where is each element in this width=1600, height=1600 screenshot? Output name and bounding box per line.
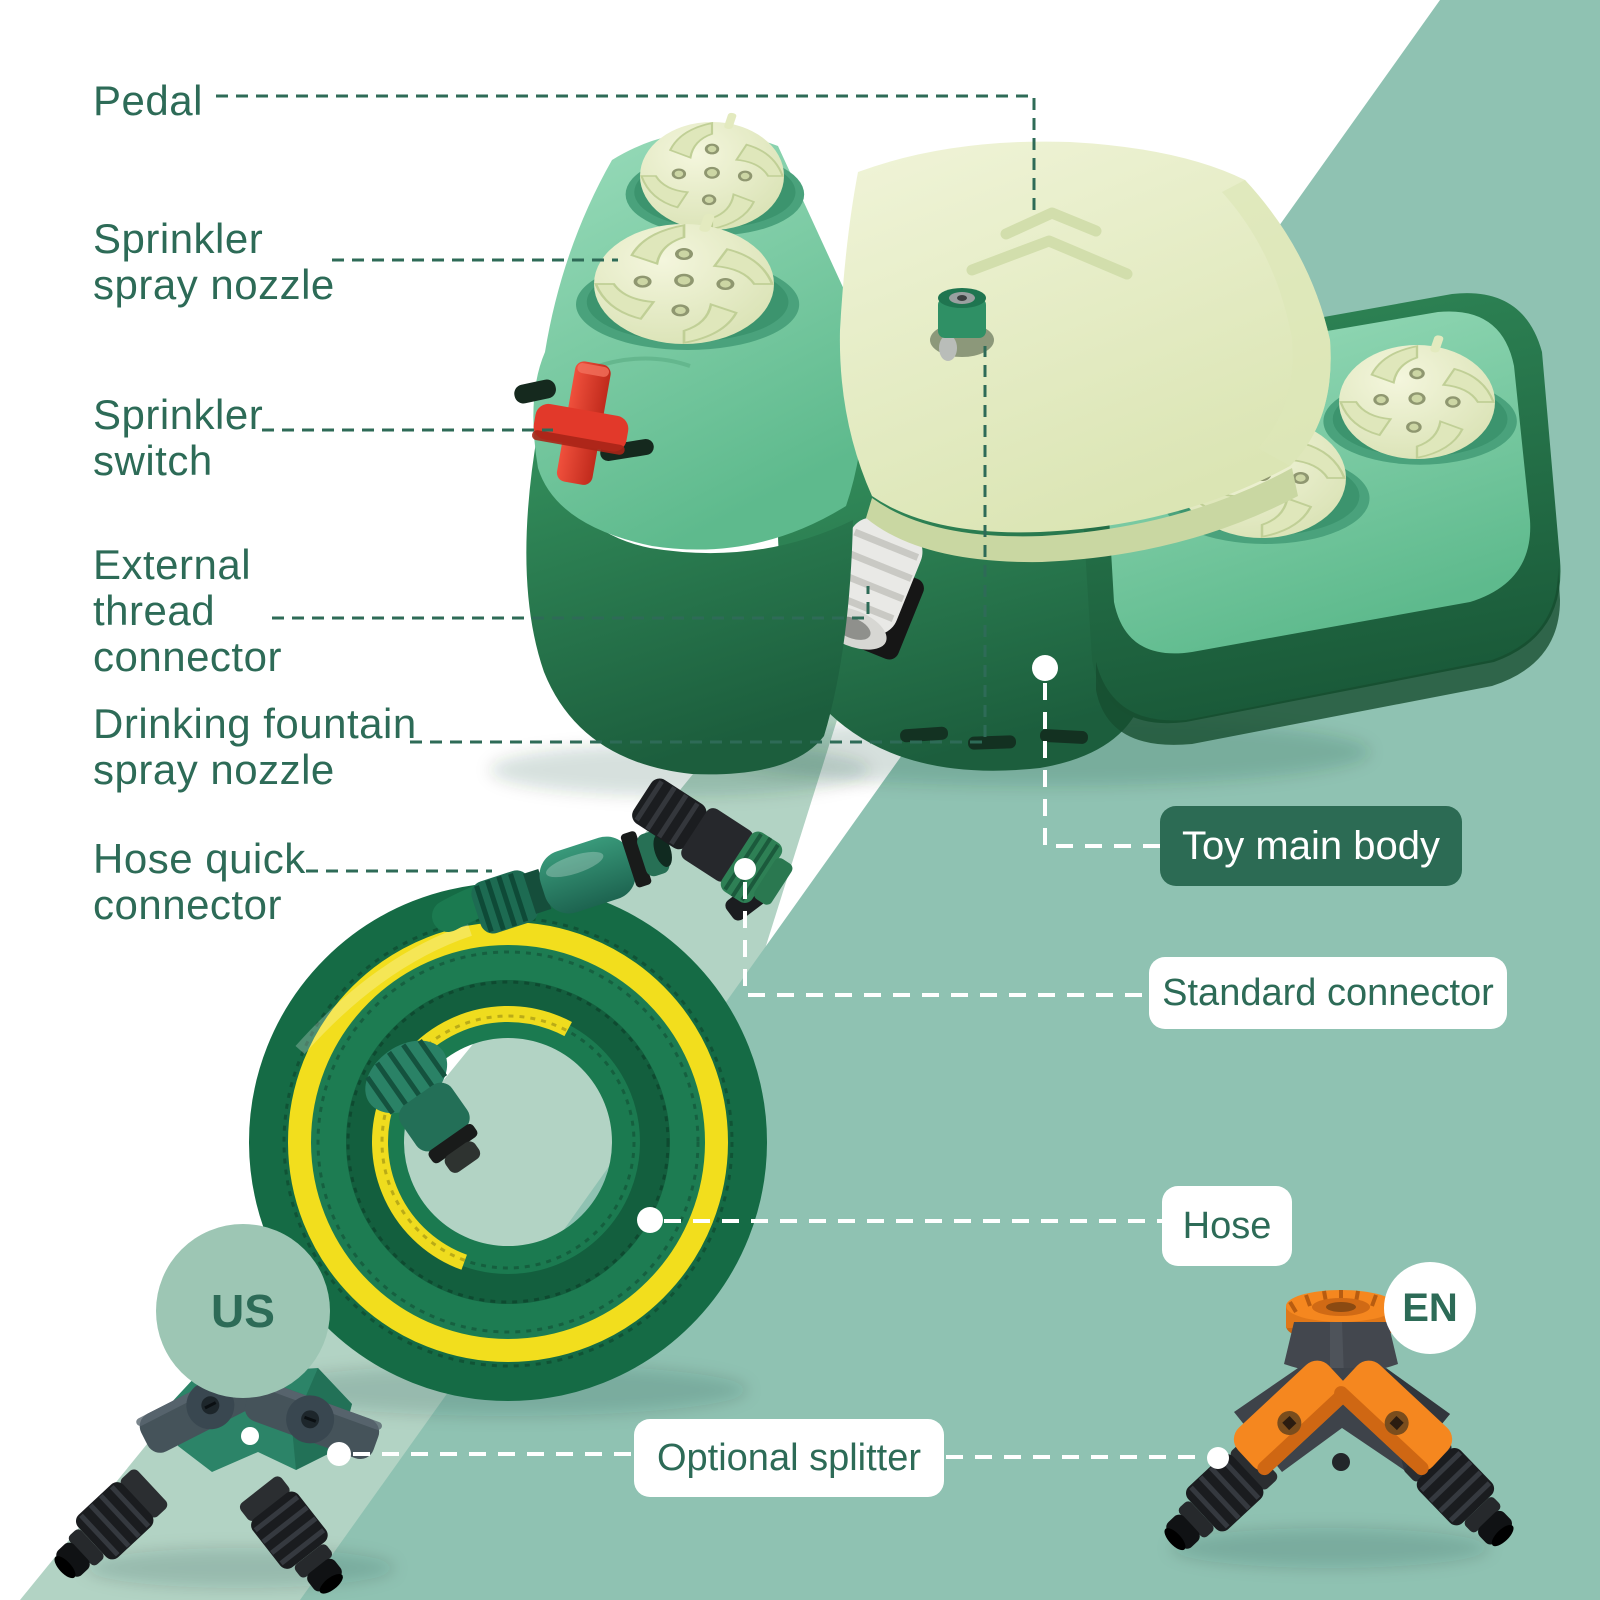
callout-dot-optional-splitter-us	[327, 1442, 351, 1466]
toy-main-body-illustration	[490, 110, 1561, 796]
pedal-part	[839, 141, 1331, 563]
label-external-thread-connector: External thread connector	[93, 541, 282, 680]
callout-dot-optional-splitter-en	[1207, 1447, 1229, 1469]
en-splitter-right-lever	[1334, 1360, 1453, 1476]
sprinkler-switch-part	[514, 361, 654, 485]
callout-box-standard-connector: Standard connector	[1149, 957, 1507, 1029]
en-splitter-illustration	[1151, 1290, 1528, 1568]
callout-box-optional-splitter: Optional splitter	[634, 1419, 944, 1497]
callout-dot-toy-main-body	[1032, 655, 1058, 681]
label-sprinkler-switch: Sprinkler switch	[93, 391, 264, 484]
hose-illustration	[249, 831, 767, 1416]
label-drinking-fountain-spray-nozzle: Drinking fountain spray nozzle	[93, 700, 417, 793]
callout-dot-standard-connector	[734, 858, 756, 880]
hose-mid-connector-part	[365, 1039, 481, 1173]
callout-line-drinking-fountain	[410, 346, 987, 744]
callout-box-hose: Hose	[1162, 1186, 1292, 1266]
drinking-fountain-nozzle-part	[930, 288, 994, 361]
en-splitter-left-lever	[1233, 1360, 1352, 1476]
us-splitter-right-lever	[244, 1378, 382, 1460]
callout-box-toy-main-body: Toy main body	[1160, 806, 1462, 886]
callout-dot-hose	[637, 1207, 663, 1233]
badge-en: EN	[1384, 1262, 1476, 1354]
label-hose-quick-connector: Hose quick connector	[93, 835, 306, 928]
label-sprinkler-spray-nozzle: Sprinkler spray nozzle	[93, 215, 335, 308]
label-pedal: Pedal	[93, 77, 203, 124]
badge-us: US	[156, 1224, 330, 1398]
callout-line-toy-main-body	[1043, 683, 1160, 848]
callout-line-standard-connector	[743, 882, 1149, 997]
